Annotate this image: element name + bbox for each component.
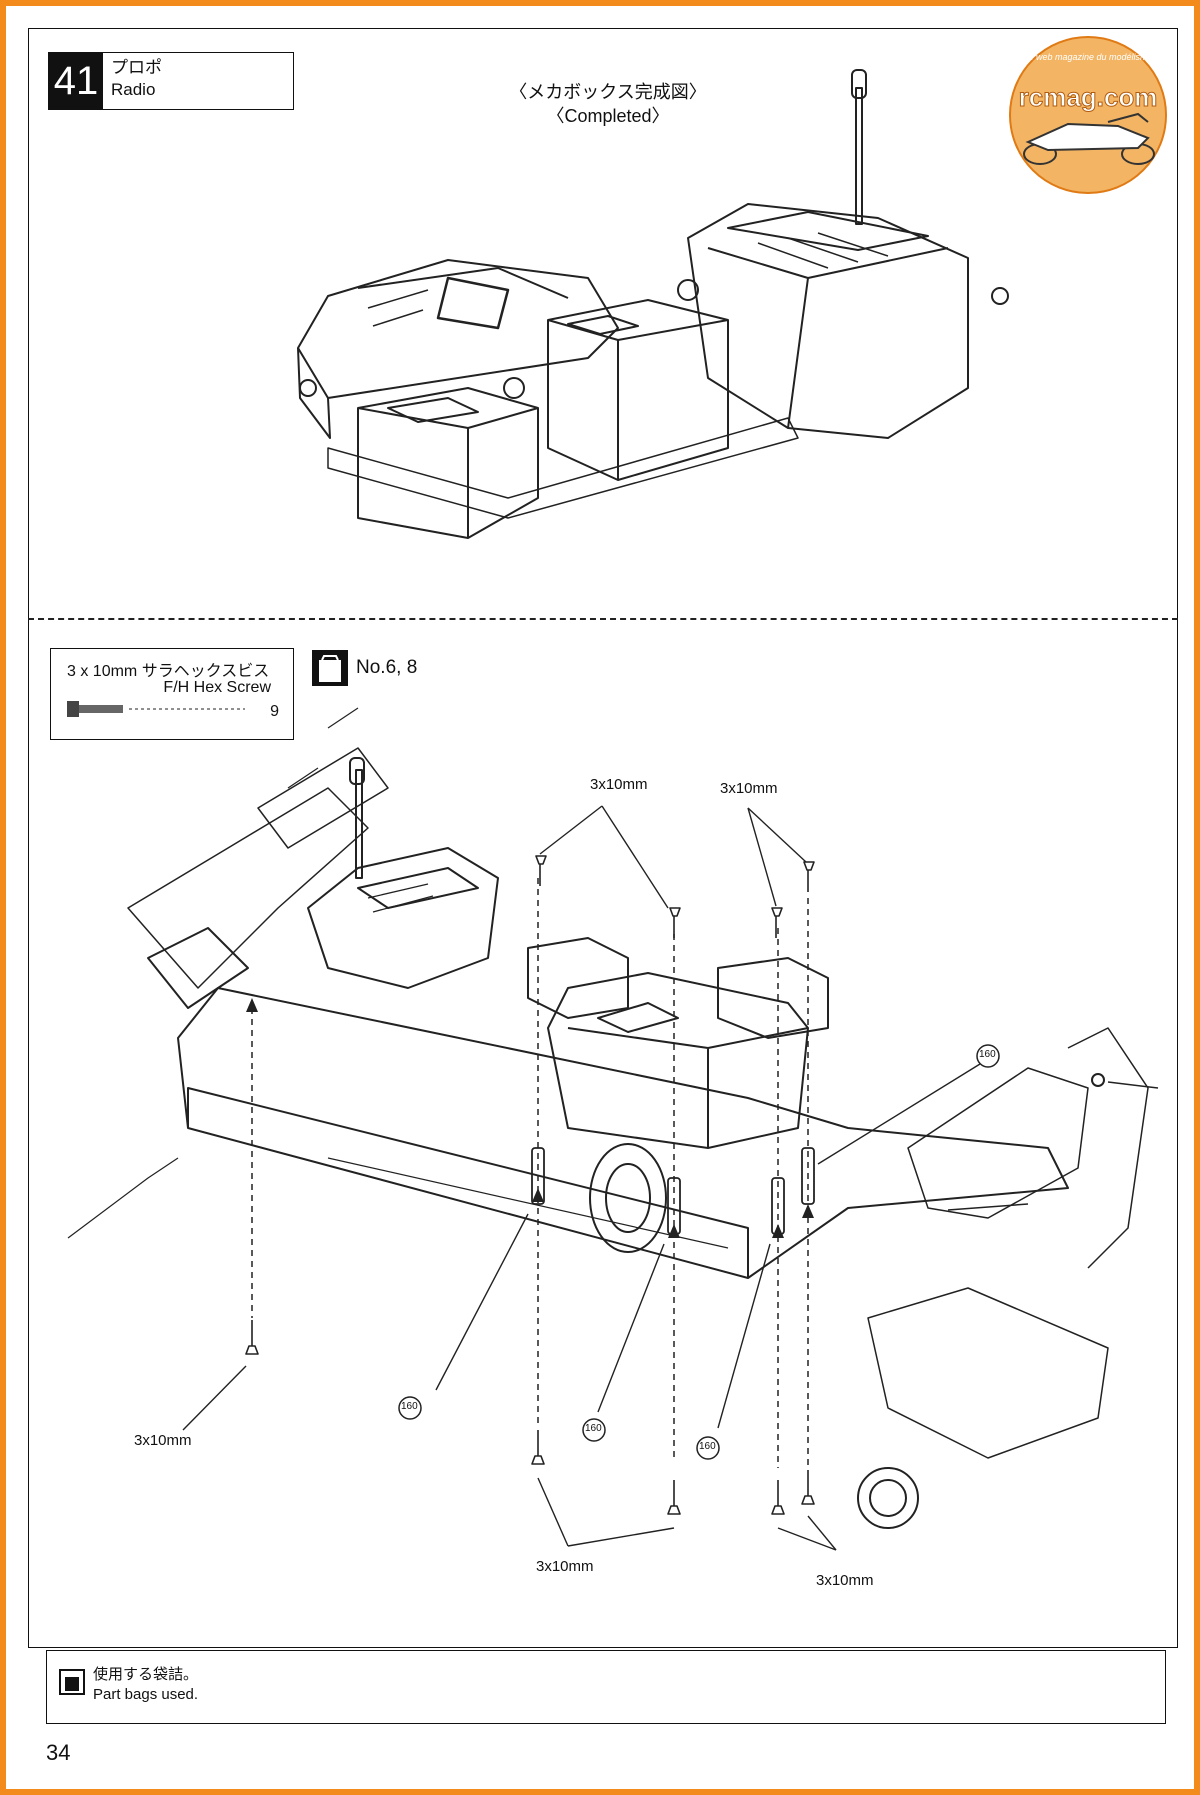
section-divider bbox=[28, 618, 1178, 620]
completed-caption-jp: 〈メカボックス完成図〉 bbox=[509, 82, 707, 102]
screw-icon bbox=[67, 701, 245, 717]
footer-text-en: Part bags used. bbox=[93, 1686, 199, 1703]
chassis-exploded-drawing bbox=[67, 707, 1159, 1551]
bag-numbers: No.6, 8 bbox=[356, 657, 418, 678]
page-number: 34 bbox=[46, 1740, 71, 1765]
logo-tagline: Le web magazine du modélisme bbox=[1023, 52, 1152, 62]
screw-name-jp: 3 x 10mm サラヘックスビス bbox=[67, 663, 270, 680]
step-title-en: Radio bbox=[111, 80, 156, 99]
manual-page: 41 プロポ Radio 〈メカボックス完成図〉 〈Completed〉 bbox=[28, 28, 1184, 1776]
callout-screw-top-left: 3x10mm bbox=[590, 776, 648, 793]
step-header: 41 プロポ Radio bbox=[48, 52, 294, 110]
screw-quantity: 9 bbox=[270, 703, 279, 720]
callout-screw-left: 3x10mm bbox=[134, 1432, 192, 1449]
logo-text: rcmag.com bbox=[1019, 82, 1158, 112]
part-bag-label: No.6, 8 bbox=[310, 648, 417, 688]
rcmag-logo: rcmag.com Le web magazine du modélisme bbox=[1009, 36, 1167, 194]
callout-screw-top-right: 3x10mm bbox=[720, 780, 778, 797]
screw-legend: 3 x 10mm サラヘックスビス F/H Hex Screw 9 bbox=[50, 648, 294, 740]
part-number-160: 160 bbox=[699, 1441, 716, 1452]
completed-mechbox-drawing bbox=[297, 69, 1009, 539]
completed-caption: 〈メカボックス完成図〉 〈Completed〉 bbox=[478, 80, 738, 128]
screw-name-en: F/H Hex Screw bbox=[163, 679, 271, 696]
callout-screw-bottom-center: 3x10mm bbox=[536, 1558, 594, 1575]
step-title-jp: プロポ bbox=[111, 58, 162, 77]
assembly-drawings bbox=[67, 69, 1159, 1551]
part-bags-footer: 使用する袋詰。 Part bags used. bbox=[46, 1650, 1166, 1724]
part-number-160: 160 bbox=[979, 1049, 996, 1060]
footer-text-jp: 使用する袋詰。 bbox=[93, 1666, 199, 1683]
part-number-160: 160 bbox=[401, 1401, 418, 1412]
content-border bbox=[28, 28, 1178, 1648]
callout-screw-bottom-right: 3x10mm bbox=[816, 1572, 874, 1589]
completed-caption-en: 〈Completed〉 bbox=[546, 106, 670, 126]
bag-icon bbox=[59, 1669, 85, 1695]
step-number: 41 bbox=[49, 53, 103, 109]
part-number-160: 160 bbox=[585, 1423, 602, 1434]
bag-icon bbox=[312, 650, 348, 686]
